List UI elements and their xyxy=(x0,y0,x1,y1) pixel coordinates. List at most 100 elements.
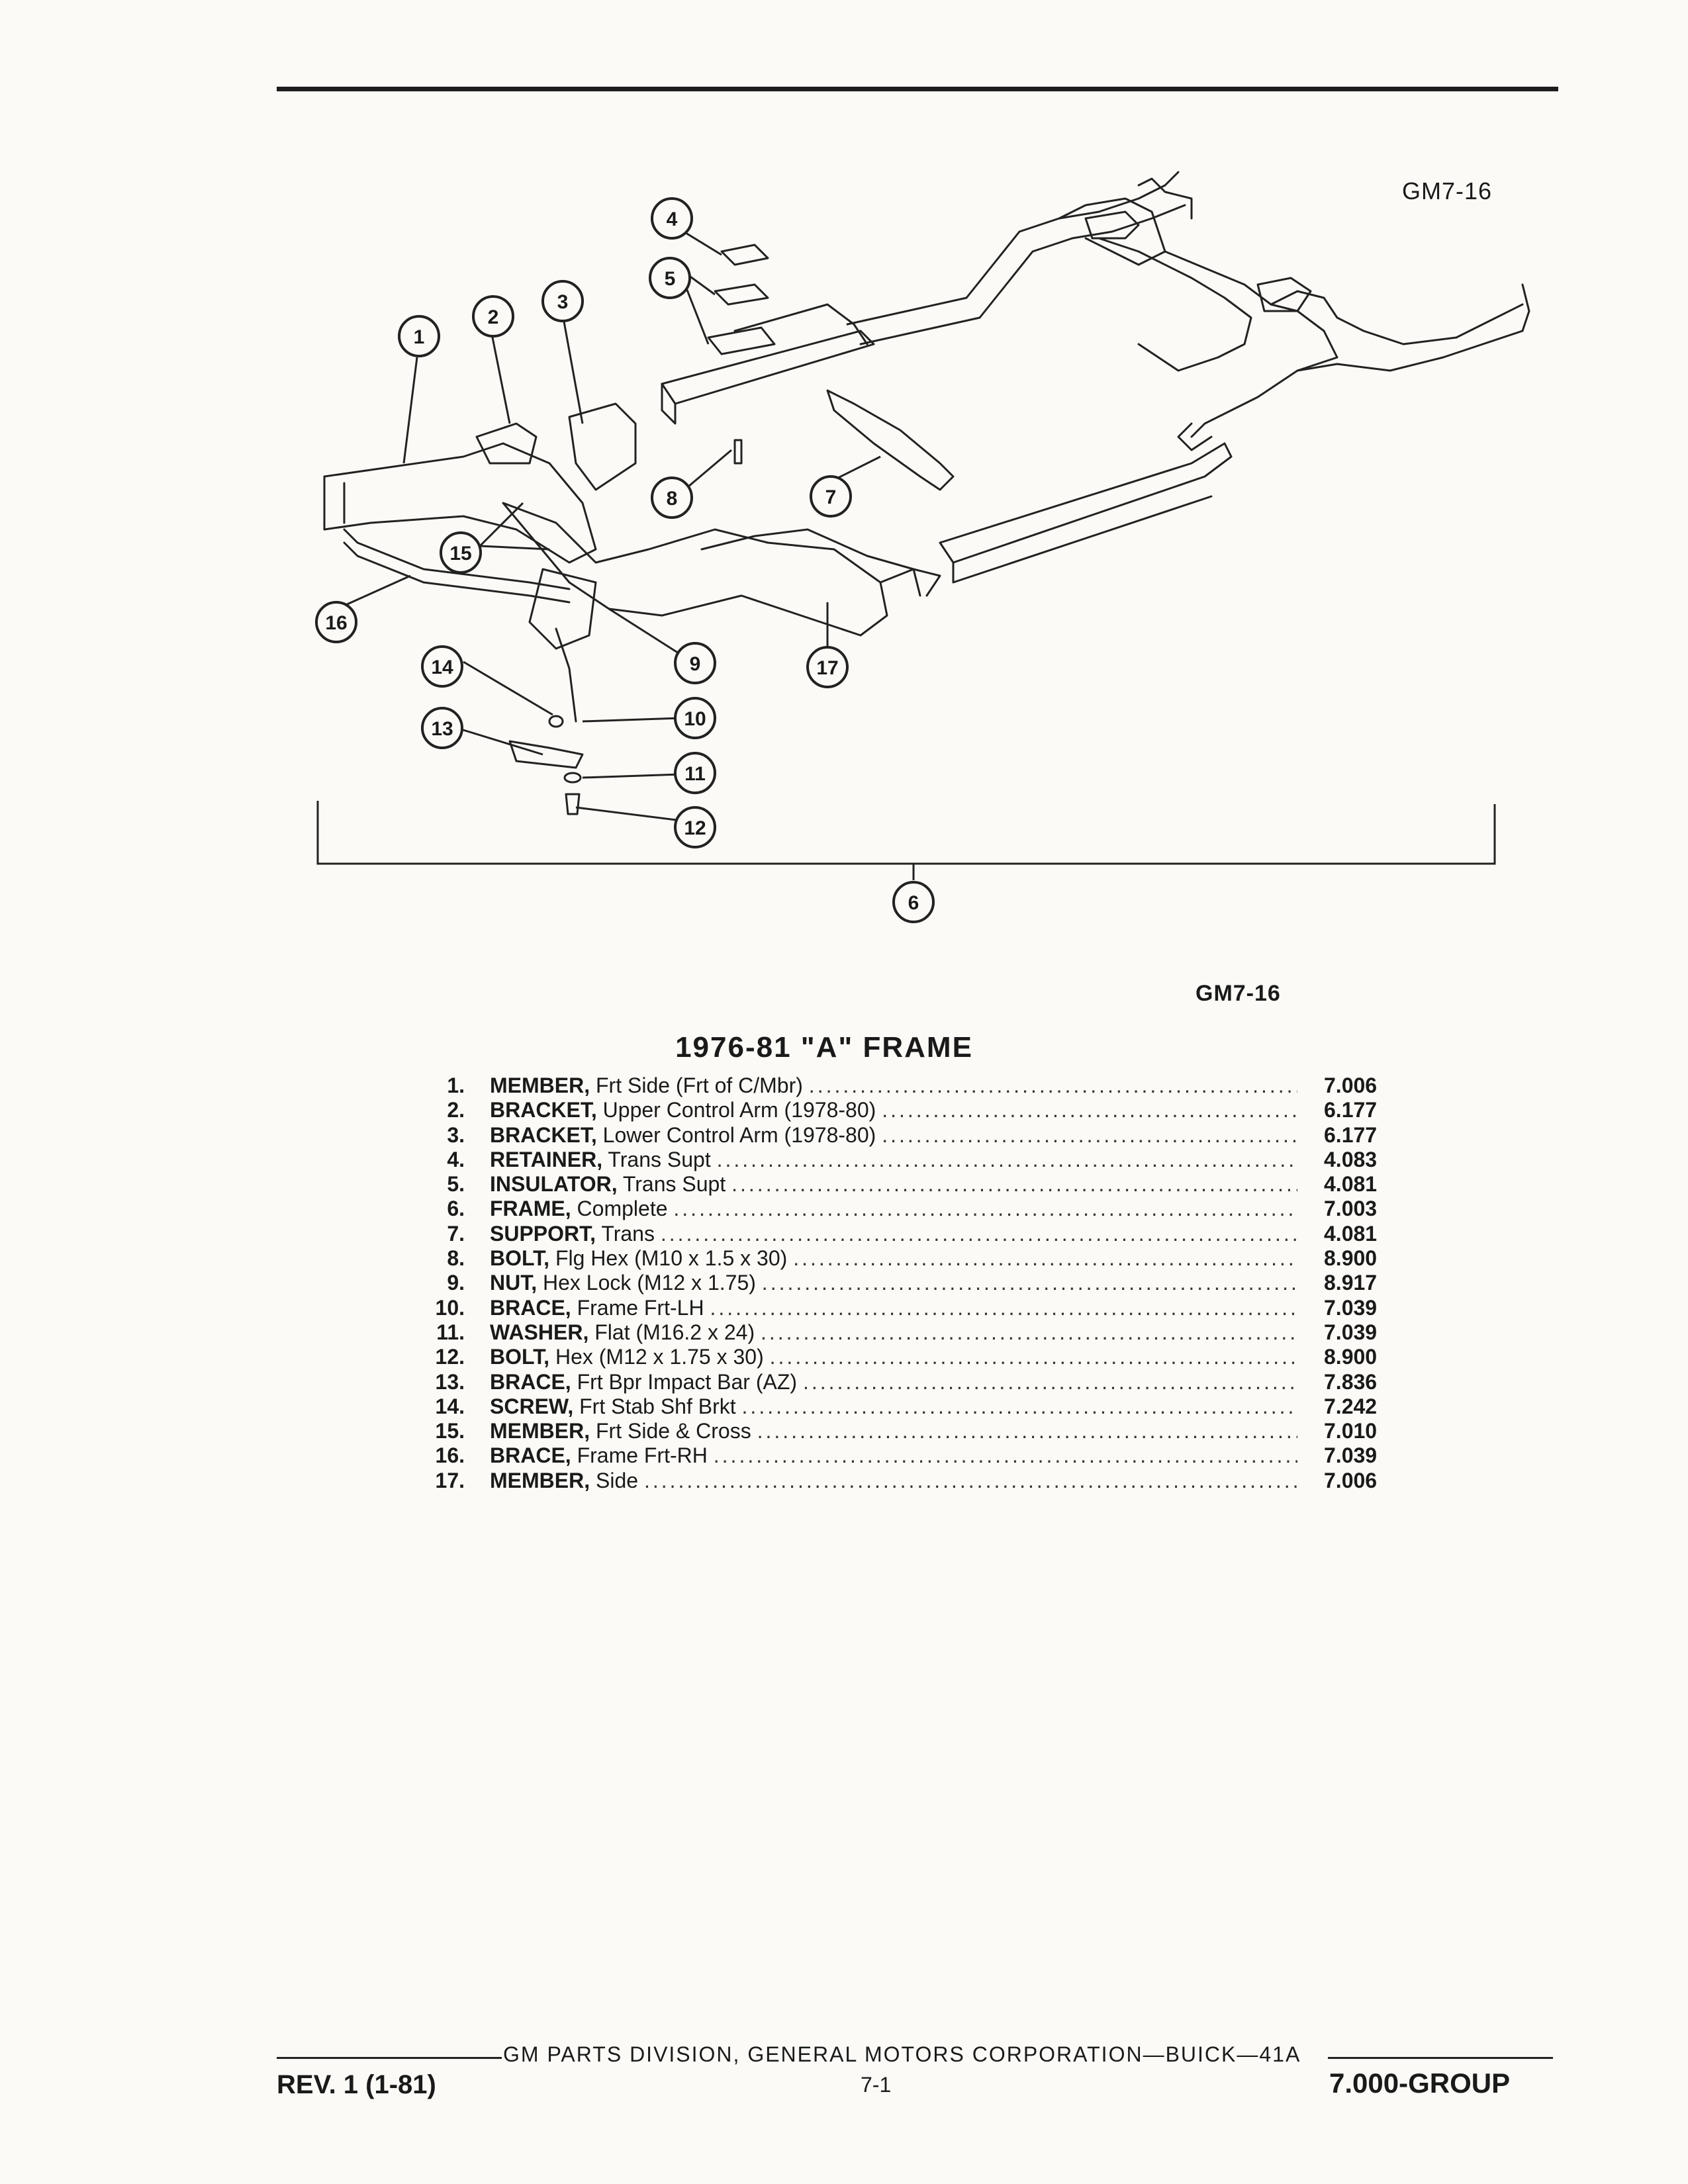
part-name: MEMBER, xyxy=(490,1468,590,1492)
dot-leader: ........................................… xyxy=(769,1345,1297,1369)
part-name: BRACE, xyxy=(490,1443,571,1468)
part-row: 3.BRACKET, Lower Control Arm (1978-80) .… xyxy=(424,1123,1403,1148)
part-description: BRACE, Frt Bpr Impact Bar (AZ) .........… xyxy=(490,1370,1297,1394)
dot-leader: ........................................… xyxy=(761,1271,1297,1295)
part-group-number: 6.177 xyxy=(1324,1098,1378,1122)
callout-11: 11 xyxy=(684,763,706,785)
part-row: 9. NUT, Hex Lock (M12 x 1.75) ...........… xyxy=(424,1271,1403,1295)
callout-7: 7 xyxy=(825,486,837,508)
part-row: 12.BOLT, Hex (M12 x 1.75 x 30) .........… xyxy=(424,1345,1403,1369)
dot-leader: ........................................… xyxy=(760,1320,1297,1344)
dot-leader: ........................................… xyxy=(643,1468,1297,1492)
callout-9: 9 xyxy=(690,653,701,675)
dot-leader: ........................................… xyxy=(741,1394,1297,1418)
figure-id-top: GM7-16 xyxy=(1402,177,1493,205)
callout-6: 6 xyxy=(908,892,919,914)
callout-16: 16 xyxy=(325,612,347,634)
part-number: 9. xyxy=(447,1271,465,1295)
part-description: BRACE, Frame Frt-RH ....................… xyxy=(490,1443,1297,1468)
footer-revision: REV. 1 (1-81) xyxy=(277,2070,436,2099)
part-group-number: 7.003 xyxy=(1324,1197,1378,1221)
part-detail: Trans Supt xyxy=(622,1172,726,1197)
part-description: FRAME, Complete ........................… xyxy=(490,1197,1297,1221)
figure-id-bottom: GM7-16 xyxy=(1196,981,1281,1006)
part-number: 3. xyxy=(447,1122,465,1147)
part-group-number: 4.081 xyxy=(1324,1221,1378,1246)
frame-drawing xyxy=(323,171,1530,815)
part-row: 1. MEMBER, Frt Side (Frt of C/Mbr) ......… xyxy=(424,1073,1403,1098)
dot-leader: ........................................… xyxy=(673,1197,1297,1221)
dot-leader: ........................................… xyxy=(793,1246,1297,1271)
part-name: BRACKET, xyxy=(490,1122,597,1147)
part-number: 8. xyxy=(447,1246,465,1271)
footer-group: 7.000-GROUP xyxy=(1329,2068,1511,2099)
part-row: 5.INSULATOR, Trans Supt ................… xyxy=(424,1172,1403,1197)
part-row: 15.MEMBER, Frt Side & Cross ............… xyxy=(424,1419,1403,1443)
part-name: BRACE, xyxy=(490,1369,571,1394)
page-title: 1976-81 "A" FRAME xyxy=(675,1031,973,1064)
part-group-number: 7.039 xyxy=(1324,1320,1378,1344)
part-row: 14.SCREW, Frt Stab Shf Brkt ............… xyxy=(424,1394,1403,1419)
part-group-number: 7.006 xyxy=(1324,1468,1378,1492)
part-number: 11. xyxy=(436,1320,465,1344)
part-description: BRACKET, Upper Control Arm (1978-80) ...… xyxy=(490,1098,1297,1122)
part-description: MEMBER, Frt Side (Frt of C/Mbr) ........… xyxy=(490,1073,1297,1098)
part-detail: Upper Control Arm (1978-80) xyxy=(602,1098,876,1122)
part-detail: Frt Stab Shf Brkt xyxy=(579,1394,736,1418)
footer-rule-right xyxy=(1328,2057,1553,2059)
part-number: 1. xyxy=(447,1073,465,1097)
part-name: RETAINER, xyxy=(490,1147,603,1171)
part-name: BRACE, xyxy=(490,1295,571,1320)
part-group-number: 8.917 xyxy=(1324,1271,1378,1295)
footer-rule-left xyxy=(277,2057,502,2059)
part-detail: Flat (M16.2 x 24) xyxy=(594,1320,755,1344)
part-detail: Lower Control Arm (1978-80) xyxy=(602,1122,876,1147)
callout-13: 13 xyxy=(431,718,453,740)
part-detail: Frt Side & Cross xyxy=(596,1419,751,1443)
part-row: 4. RETAINER, Trans Supt .................… xyxy=(424,1148,1403,1172)
dot-leader: ........................................… xyxy=(808,1073,1297,1097)
callout-1: 1 xyxy=(414,326,425,348)
callout-15: 15 xyxy=(449,543,471,565)
part-detail: Complete xyxy=(577,1197,668,1221)
part-detail: Frame Frt-LH xyxy=(577,1295,704,1320)
part-group-number: 7.242 xyxy=(1324,1394,1378,1418)
part-name: MEMBER, xyxy=(490,1419,590,1443)
callout-5: 5 xyxy=(665,268,676,290)
part-detail: Trans xyxy=(601,1221,655,1246)
dot-leader: ........................................… xyxy=(716,1147,1297,1171)
leader-arrows xyxy=(316,217,1496,880)
part-group-number: 7.039 xyxy=(1324,1443,1378,1468)
dot-leader: ........................................… xyxy=(882,1098,1297,1122)
part-description: WASHER, Flat (M16.2 x 24) ..............… xyxy=(490,1320,1297,1345)
part-name: SUPPORT, xyxy=(490,1221,596,1246)
part-description: RETAINER, Trans Supt ...................… xyxy=(490,1148,1297,1172)
part-name: FRAME, xyxy=(490,1197,571,1221)
part-row: 7. SUPPORT, Trans .......................… xyxy=(424,1222,1403,1246)
part-group-number: 4.083 xyxy=(1324,1147,1378,1171)
part-name: MEMBER, xyxy=(490,1073,590,1097)
part-group-number: 8.900 xyxy=(1324,1345,1378,1369)
dot-leader: ........................................… xyxy=(713,1443,1297,1468)
part-name: BOLT, xyxy=(490,1345,550,1369)
callout-4: 4 xyxy=(667,208,678,230)
part-name: NUT, xyxy=(490,1271,538,1295)
part-number: 2. xyxy=(447,1098,465,1122)
part-description: SUPPORT, Trans .........................… xyxy=(490,1222,1297,1246)
part-row: 16.BRACE, Frame Frt-RH .................… xyxy=(424,1443,1403,1468)
callout-17: 17 xyxy=(816,657,838,679)
part-detail: Hex Lock (M12 x 1.75) xyxy=(543,1271,756,1295)
part-name: BRACKET, xyxy=(490,1098,597,1122)
dot-leader: ........................................… xyxy=(660,1221,1297,1246)
part-detail: Frt Side (Frt of C/Mbr) xyxy=(596,1073,803,1097)
part-row: 10.BRACE, Frame Frt-LH .................… xyxy=(424,1296,1403,1320)
part-number: 4. xyxy=(447,1147,465,1171)
frame-exploded-diagram: 1 2 3 4 5 6 7 8 9 10 11 12 13 14 15 16 1… xyxy=(315,171,1530,923)
part-group-number: 7.006 xyxy=(1324,1073,1378,1097)
part-description: BRACE, Frame Frt-LH ....................… xyxy=(490,1296,1297,1320)
callout-10: 10 xyxy=(684,708,706,730)
part-number: 7. xyxy=(447,1221,465,1246)
header-rule xyxy=(277,87,1558,91)
part-number: 6. xyxy=(447,1197,465,1221)
part-number: 12. xyxy=(435,1345,465,1369)
